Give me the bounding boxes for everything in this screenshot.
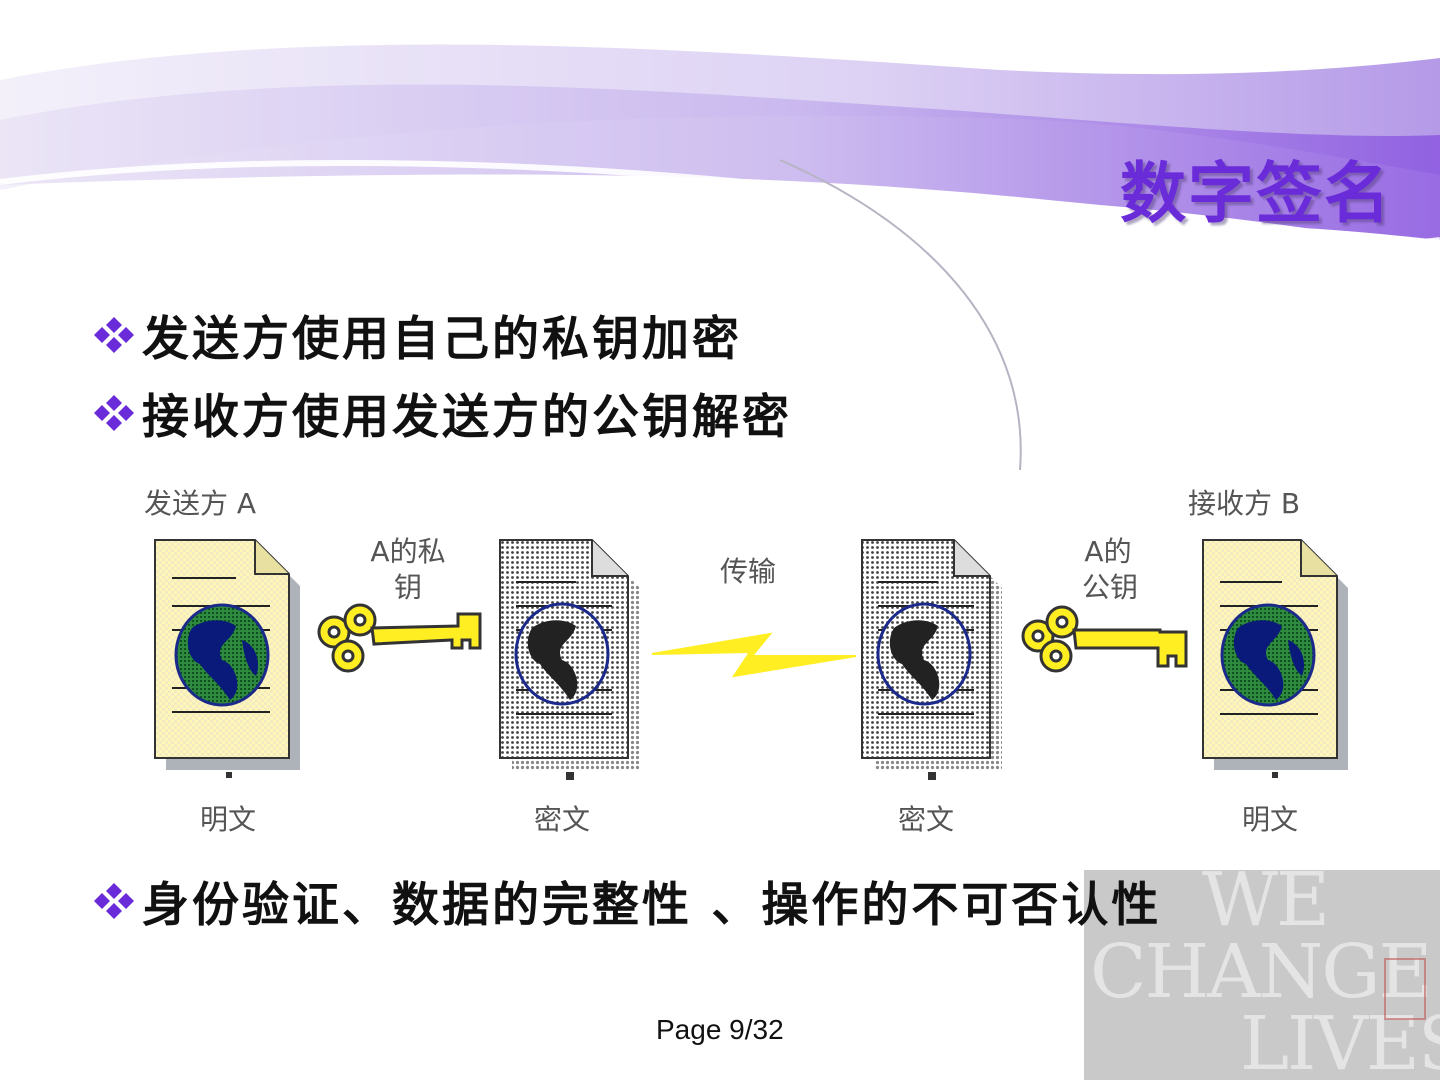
document-icon — [154, 539, 300, 778]
document-icon — [861, 539, 1002, 780]
bullet-item: 身份验证、数据的完整性 、操作的不可否认性 — [92, 866, 1161, 935]
key-icon — [317, 603, 482, 673]
plaintext-label-receiver: 明文 — [1241, 803, 1299, 836]
seal-icon — [1384, 958, 1426, 1020]
private-key-label-line1: A的私 — [370, 535, 446, 568]
watermark-line: WE — [1202, 870, 1330, 943]
watermark-text: WE CHANGE LIVES — [1090, 870, 1440, 1080]
page-number: Page 9/32 — [656, 1014, 784, 1045]
sender-label: 发送方 A — [144, 487, 257, 520]
bullet-text: 身份验证、数据的完整性 、操作的不可否认性 — [142, 878, 1162, 933]
slide-title: 数字签名 — [1120, 154, 1392, 232]
diamond-bullet-icon — [94, 882, 134, 919]
globe-icon — [514, 602, 610, 706]
watermark-line: CHANGE — [1090, 929, 1432, 1015]
bullet-item: 发送方使用自己的私钥加密 — [92, 300, 742, 369]
private-key-label-line2: 钥 — [393, 571, 423, 604]
receiver-label: 接收方 B — [1188, 487, 1301, 520]
public-key-label-line1: A的 — [1084, 535, 1132, 568]
bullet-text: 发送方使用自己的私钥加密 — [142, 312, 742, 367]
key-icon — [1021, 605, 1188, 673]
document-icon — [1202, 539, 1348, 778]
diamond-bullet-icon — [94, 316, 134, 353]
globe-icon — [876, 602, 972, 706]
diamond-bullet-icon — [94, 394, 134, 431]
globe-icon — [174, 603, 270, 707]
watermark: WE CHANGE LIVES — [1084, 870, 1440, 1080]
plaintext-label-sender: 明文 — [199, 803, 257, 836]
ciphertext-label-receiver: 密文 — [897, 803, 955, 836]
globe-icon — [1220, 603, 1316, 707]
bullet-item: 接收方使用发送方的公钥解密 — [92, 378, 792, 447]
public-key-label-line2: 公钥 — [1081, 571, 1139, 604]
document-icon — [499, 539, 640, 780]
ciphertext-label-sender: 密文 — [533, 803, 591, 836]
lightning-icon — [651, 632, 857, 678]
transfer-label: 传输 — [719, 555, 777, 588]
bullet-text: 接收方使用发送方的公钥解密 — [142, 390, 792, 445]
